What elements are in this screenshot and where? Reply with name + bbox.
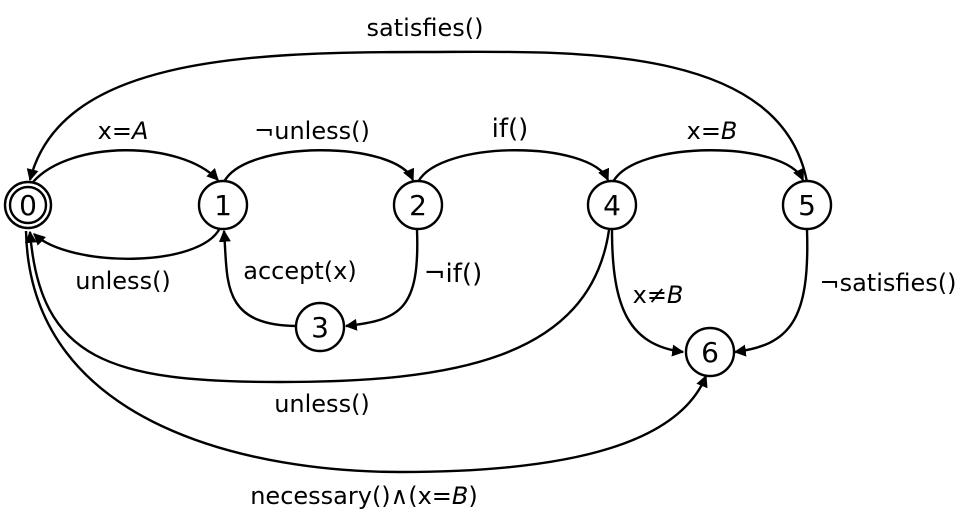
state-4: 4 (586, 179, 638, 231)
label-1-0: unless() (75, 267, 171, 295)
edge-4-6 (610, 229, 685, 357)
label-5-0: satisfies() (367, 14, 484, 42)
state-5: 5 (781, 179, 833, 231)
label-2-3: ¬if() (424, 259, 482, 289)
label-5-6: ¬satisfies() (819, 269, 956, 297)
edge-5-6 (733, 229, 809, 357)
edge-2-4 (416, 149, 610, 183)
nodes: 0 1 2 3 4 5 6 (3, 179, 833, 378)
state-3-label: 3 (311, 311, 329, 344)
label-1-2: ¬unless() (254, 117, 370, 145)
edge-4-0 (24, 229, 611, 384)
state-6-label: 6 (701, 336, 719, 369)
state-1-label: 1 (214, 189, 232, 222)
edge-0-1 (32, 149, 219, 183)
edge-labels: satisfies() x=A ¬unless() if() x=B unles… (75, 14, 956, 510)
edge-1-2 (222, 149, 415, 183)
label-4-5: x=B (687, 117, 738, 145)
edge-1-0 (33, 227, 222, 260)
edge-0-6 (24, 230, 708, 474)
state-0: 0 (3, 180, 53, 230)
label-0-6: necessary()∧(x=B) (250, 482, 478, 510)
label-2-4: if() (492, 114, 529, 144)
state-2-label: 2 (409, 189, 427, 222)
state-4-label: 4 (603, 189, 621, 222)
label-3-1: accept(x) (243, 257, 356, 285)
edge-5-0 (26, 50, 809, 183)
state-1: 1 (197, 179, 249, 231)
edges (24, 50, 809, 474)
edge-4-5 (611, 149, 805, 183)
edge-2-3 (344, 229, 419, 331)
state-0-label: 0 (19, 189, 37, 222)
label-0-1: x=A (98, 117, 149, 145)
state-3: 3 (294, 301, 346, 353)
state-2: 2 (392, 179, 444, 231)
label-4-6: x≠B (633, 281, 684, 309)
state-6: 6 (684, 326, 736, 378)
state-5-label: 5 (798, 189, 816, 222)
edge-3-1 (218, 229, 297, 328)
label-4-0: unless() (274, 390, 370, 418)
